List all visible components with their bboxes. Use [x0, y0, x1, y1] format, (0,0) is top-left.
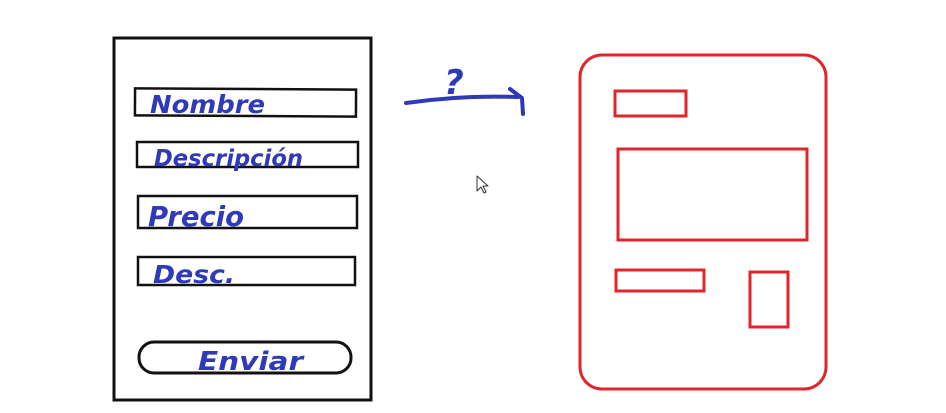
- form-field-precio: Precio: [136, 194, 359, 233]
- form-frame: [112, 36, 373, 402]
- submit-button-sketch: Enviar: [137, 340, 353, 377]
- card-title-block: [613, 89, 688, 118]
- card-image-block: [616, 147, 809, 242]
- card-frame: [578, 53, 828, 391]
- form-field-nombre: Nombre: [133, 87, 358, 119]
- arrow-head-icon: [508, 87, 525, 116]
- transform-arrow: ?: [404, 63, 525, 116]
- submit-button-outline: [137, 340, 353, 375]
- form-wireframe: Nombre Descripción Precio Desc. Enviar: [112, 36, 373, 402]
- field-label: Nombre: [150, 90, 265, 119]
- question-mark-label: ?: [444, 63, 464, 103]
- arrow-shaft: [404, 94, 520, 105]
- field-label: Desc.: [153, 260, 235, 289]
- card-wireframe: [578, 53, 828, 391]
- card-text-block: [614, 268, 706, 293]
- form-field-descripcion: Descripción: [135, 140, 360, 172]
- mouse-pointer-icon: [476, 175, 489, 194]
- field-box: [135, 140, 360, 169]
- field-box: [136, 194, 359, 230]
- form-field-desc: Desc.: [136, 255, 357, 289]
- field-label: Descripción: [154, 146, 303, 172]
- submit-button-label: Enviar: [198, 347, 305, 377]
- field-label: Precio: [148, 200, 244, 233]
- card-side-block: [748, 270, 790, 329]
- field-box: [133, 87, 358, 118]
- field-box: [136, 255, 357, 287]
